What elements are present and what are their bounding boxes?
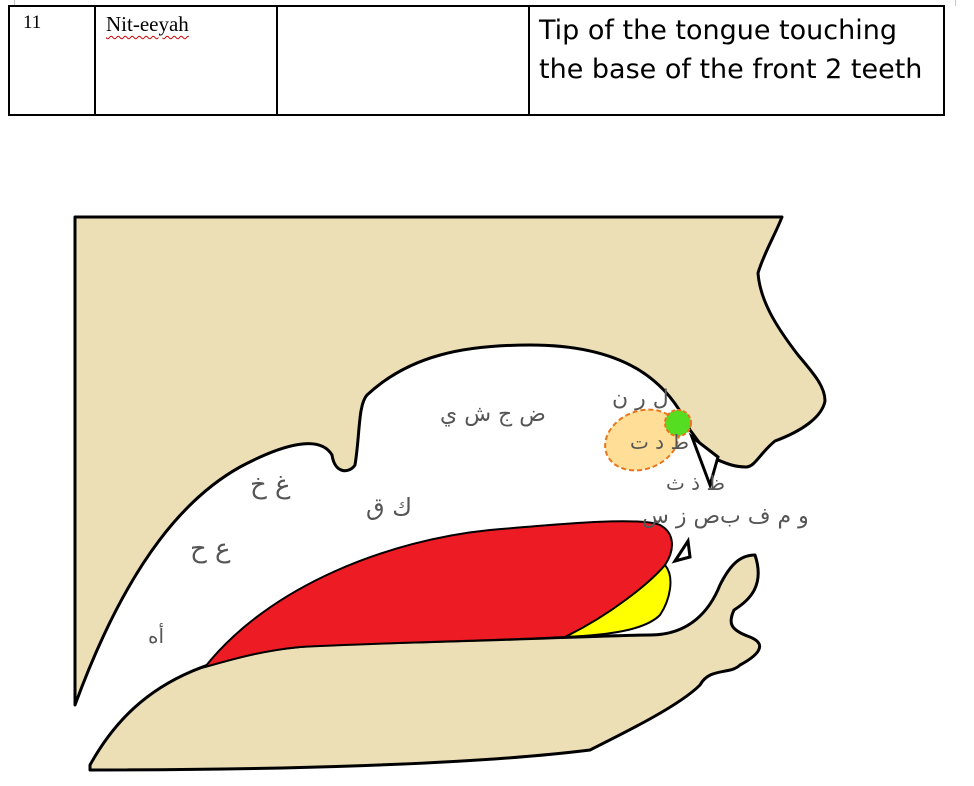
face-background — [73, 215, 827, 707]
page-corner-left — [0, 0, 15, 6]
description-cell: Tip of the tongue touching the base of t… — [528, 5, 945, 116]
label-ain-haa: ع ح — [190, 534, 231, 564]
label-dad-jeem-sheen-yaa: ض ج ش ي — [440, 402, 546, 427]
label-waw-meem-faa-baa: و م ف ب — [720, 504, 809, 529]
letter-table: 11 Nit-eeyah Tip of the tongue touching … — [8, 5, 945, 116]
articulation-diagram: أه ع ح غ خ ك ق ض ج ش ي ل ر ن ط د ت ظ ذ ث… — [70, 205, 840, 775]
label-zaa-thaal-thaa: ظ ذ ث — [666, 471, 725, 495]
tongue-tip — [564, 563, 672, 638]
label-taa-daal-taa: ط د ت — [630, 430, 689, 454]
page-corner-right — [955, 0, 974, 6]
mouth-cross-section: أه ع ح غ خ ك ق ض ج ش ي ل ر ن ط د ت ظ ذ ث… — [73, 215, 827, 772]
label-saad-zaay-seen: ص ز س — [642, 504, 720, 529]
empty-cell — [276, 5, 530, 116]
lower-tooth — [671, 536, 692, 564]
letter-name: Nit-eeyah — [106, 12, 189, 36]
articulation-description: Tip of the tongue touching the base of t… — [539, 15, 923, 85]
letter-name-cell: Nit-eeyah — [94, 5, 278, 116]
row-number: 11 — [23, 12, 42, 33]
label-lam-raa-noon: ل ر ن — [612, 386, 669, 411]
table-row: 11 Nit-eeyah Tip of the tongue touching … — [8, 5, 945, 116]
contact-point-dot — [664, 409, 692, 437]
label-hamza-ha: أه — [148, 623, 164, 648]
label-qaf-kaf: ك ق — [366, 493, 412, 521]
upper-tooth — [688, 432, 720, 490]
label-ghain-khaa: غ خ — [250, 470, 291, 500]
row-number-cell: 11 — [8, 5, 96, 116]
